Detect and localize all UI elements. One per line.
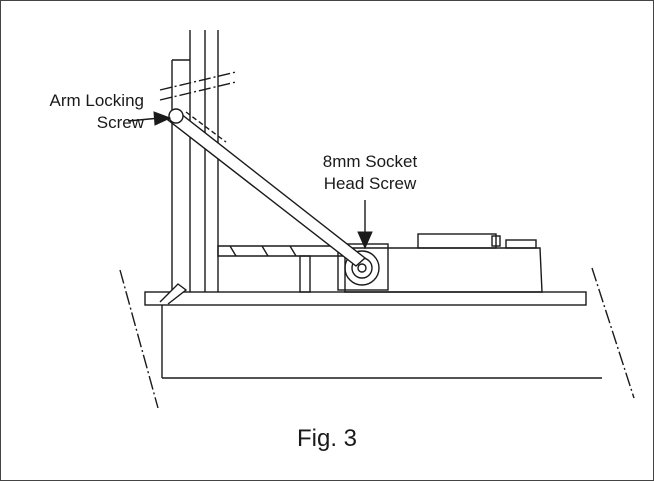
arm-locking-screw-label: Arm Locking Screw xyxy=(14,90,144,134)
operator-housing xyxy=(344,247,543,293)
operator-top-component xyxy=(417,233,497,249)
socket-head-screw-label-line2: Head Screw xyxy=(323,174,417,193)
break-line-right xyxy=(591,267,635,399)
arm-hidden-outline xyxy=(185,111,227,143)
arm-locking-screw-label-line1: Arm Locking xyxy=(49,91,144,110)
arm-pivot xyxy=(168,108,184,124)
base-plate xyxy=(144,291,587,306)
socket-head-screw-label-line1: 8mm Socket xyxy=(322,152,418,171)
break-line-lower xyxy=(159,81,237,101)
socket-hub-outer xyxy=(344,250,380,286)
socket-head-screw-label: 8mm Socket Head Screw xyxy=(300,151,440,195)
mount-bracket xyxy=(217,245,346,257)
break-line-upper xyxy=(159,71,237,91)
figure-caption: Fig. 3 xyxy=(296,425,358,452)
break-line-left xyxy=(119,269,159,409)
socket-screw-arrowhead xyxy=(357,231,373,250)
arm-screw-arrowhead xyxy=(153,111,172,126)
arm-locking-screw-label-line2: Screw xyxy=(96,113,144,132)
